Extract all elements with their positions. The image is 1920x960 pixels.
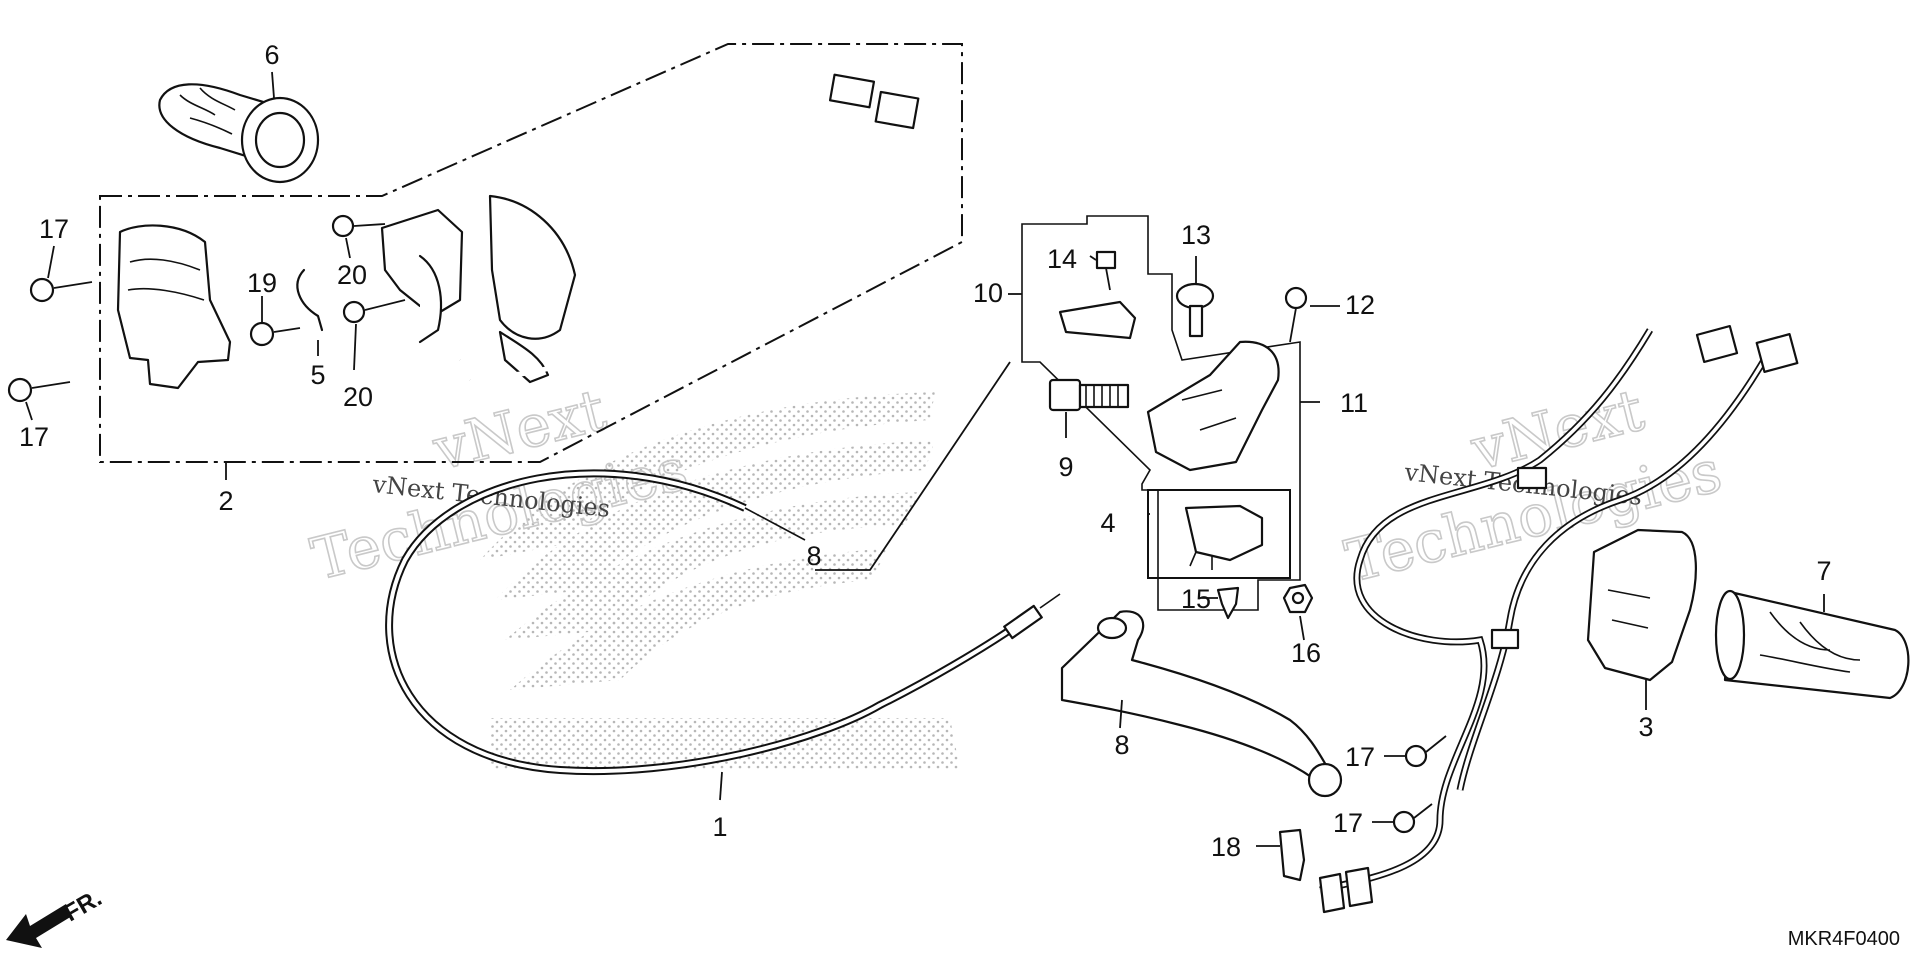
left-switch-housing	[116, 194, 577, 390]
wing-logo-watermark	[480, 392, 960, 770]
bolt-19	[249, 321, 301, 347]
label-4: 4	[1100, 508, 1115, 538]
front-arrow-icon	[6, 904, 72, 948]
nut-16	[1282, 583, 1314, 614]
right-wire-harness	[1319, 324, 1799, 894]
label-19: 19	[247, 268, 277, 298]
left-wire-harness	[458, 73, 920, 394]
label-16: 16	[1291, 638, 1321, 668]
cable-adjuster-9	[1048, 378, 1130, 412]
drawing-code: MKR4F0400	[1788, 928, 1900, 950]
screw-15	[1216, 586, 1240, 620]
pivot-bolt-13	[1175, 282, 1215, 338]
front-direction-label: FR.	[60, 884, 107, 927]
bolt-17-upper-right	[1404, 735, 1447, 768]
clip-5	[296, 268, 324, 332]
label-18: 18	[1211, 832, 1241, 862]
label-6: 6	[264, 40, 279, 70]
label-17-c: 17	[1345, 742, 1375, 772]
screw-12	[1284, 286, 1308, 343]
label-20-a: 20	[337, 260, 367, 290]
right-switch-housing	[1586, 528, 1697, 682]
clamp-18	[1278, 828, 1374, 914]
bolt-17-upper-left	[29, 277, 93, 303]
part-labels: 6 17 17 19 5 20 20 2 1 8 9 10 14 13 12 1…	[19, 40, 1832, 862]
label-1: 1	[712, 812, 727, 842]
left-grip	[158, 83, 320, 184]
label-9: 9	[1058, 452, 1073, 482]
label-17-d: 17	[1333, 808, 1363, 838]
clutch-cable	[385, 469, 1061, 776]
label-20-b: 20	[343, 382, 373, 412]
adjuster-leader	[815, 361, 1011, 571]
label-13: 13	[1181, 220, 1211, 250]
label-8-lever: 8	[1114, 730, 1129, 760]
label-7: 7	[1816, 556, 1831, 586]
screw-14	[1095, 250, 1117, 291]
label-17-b: 17	[19, 422, 49, 452]
label-17-a: 17	[39, 214, 69, 244]
label-14: 14	[1047, 244, 1077, 274]
label-12: 12	[1345, 290, 1375, 320]
clutch-lever-8	[1060, 610, 1343, 798]
label-3: 3	[1638, 712, 1653, 742]
label-2: 2	[218, 486, 233, 516]
lever-holder-11	[1146, 340, 1280, 472]
label-leaders	[25, 71, 1825, 847]
label-5: 5	[310, 360, 325, 390]
label-8-cable: 8	[806, 541, 821, 571]
clutch-switch-4	[1147, 489, 1291, 579]
bolt-17-lower-left	[7, 377, 71, 403]
label-10: 10	[973, 278, 1003, 308]
bolt-20-upper	[331, 214, 386, 238]
right-grip	[1714, 589, 1910, 700]
bracket-10	[1058, 300, 1137, 340]
label-15: 15	[1181, 584, 1211, 614]
front-direction-indicator: FR.	[6, 884, 106, 948]
lever-assembly-outline	[1021, 215, 1301, 611]
bolt-20-lower	[342, 299, 406, 324]
label-11: 11	[1340, 388, 1368, 418]
assembly-2-outline	[99, 43, 963, 463]
bolt-17-lower-right	[1392, 803, 1433, 834]
